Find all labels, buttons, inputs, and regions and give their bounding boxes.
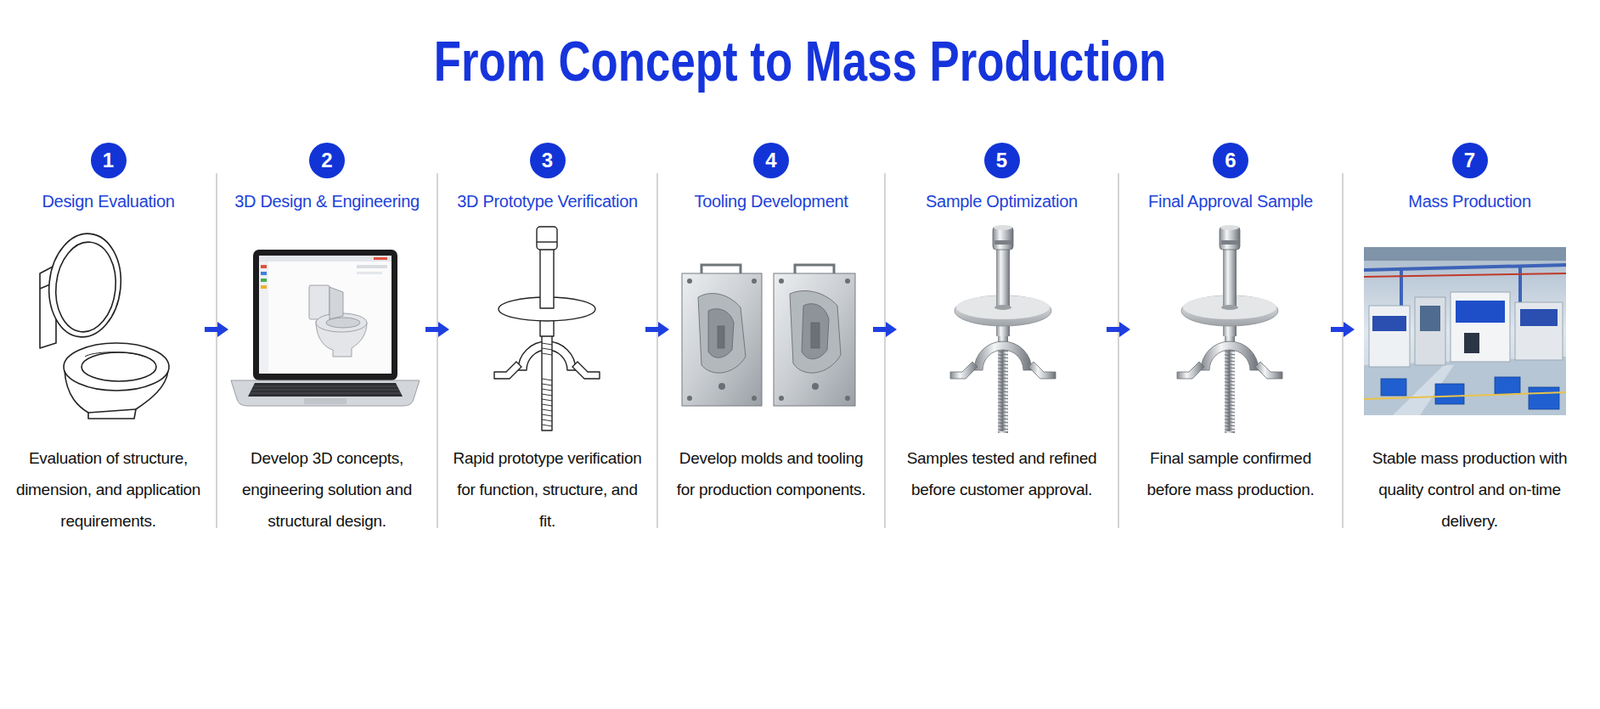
step-number: 4 — [765, 150, 777, 171]
laptop-cad — [230, 249, 420, 406]
step-column: 1Design EvaluationEvaluation of structur… — [11, 140, 205, 537]
toilet-sketch — [39, 230, 170, 419]
approval-part — [1177, 225, 1283, 434]
step-column: 4Tooling DevelopmentDevelop molds and to… — [669, 140, 874, 506]
step-number: 3 — [541, 150, 553, 171]
flow-arrow — [873, 321, 897, 338]
step-heading: 3D Design & Engineering — [228, 190, 426, 235]
step-number: 7 — [1464, 150, 1476, 171]
step-number-circle: 2 — [309, 142, 345, 179]
step-description: Develop 3D concepts, engineering solutio… — [228, 442, 426, 537]
step-number: 6 — [1224, 150, 1236, 171]
mold-tooling — [681, 264, 856, 406]
step-heading: Final Approval Sample — [1130, 190, 1331, 235]
step-heading: Tooling Development — [669, 190, 874, 235]
step-number-circle: 3 — [529, 142, 566, 179]
step-column: 7Mass ProductionStable mass production w… — [1354, 140, 1585, 537]
flow-arrow — [425, 321, 450, 338]
step-heading: Design Evaluation — [11, 190, 205, 235]
flow-arrow — [1330, 321, 1355, 338]
step-number-circle: 4 — [753, 142, 789, 179]
step-description: Stable mass production with quality cont… — [1354, 442, 1585, 537]
step-number-circle: 7 — [1452, 142, 1488, 179]
step-column: 5Sample OptimizationSamples tested and r… — [896, 140, 1107, 506]
step-number-circle: 5 — [984, 142, 1020, 179]
step-number-circle: 1 — [90, 142, 127, 179]
step-number-circle: 6 — [1212, 142, 1249, 179]
sample-part — [950, 225, 1056, 434]
step-column: 3 3D Prototype VerificationRapid prototyp… — [449, 140, 646, 537]
diagram-title: From Concept to Mass Production — [159, 27, 1440, 96]
step-heading: Sample Optimization — [896, 190, 1107, 235]
factory-photo — [1363, 247, 1567, 416]
flow-arrow — [1106, 321, 1131, 338]
flow-arrow — [645, 321, 670, 338]
step-column: 2 3D Design & EngineeringDevelop 3D conce… — [228, 140, 426, 537]
step-heading: Mass Production — [1354, 190, 1585, 235]
prototype-sketch — [494, 226, 600, 431]
step-number: 1 — [102, 150, 114, 171]
step-number: 5 — [996, 150, 1008, 171]
step-description: Evaluation of structure, dimension, and … — [11, 442, 205, 537]
flow-arrow — [204, 321, 229, 338]
column-dividers — [216, 173, 1343, 529]
step-description: Samples tested and refined before custom… — [896, 442, 1107, 506]
step-description: Final sample confirmed before mass produ… — [1130, 442, 1331, 506]
step-description: Rapid prototype verification for functio… — [449, 442, 646, 537]
step-heading: 3D Prototype Verification — [449, 190, 646, 235]
step-column: 6Final Approval SampleFinal sample confi… — [1130, 140, 1331, 506]
step-description: Develop molds and tooling for production… — [669, 442, 874, 506]
step-number: 2 — [321, 150, 333, 171]
